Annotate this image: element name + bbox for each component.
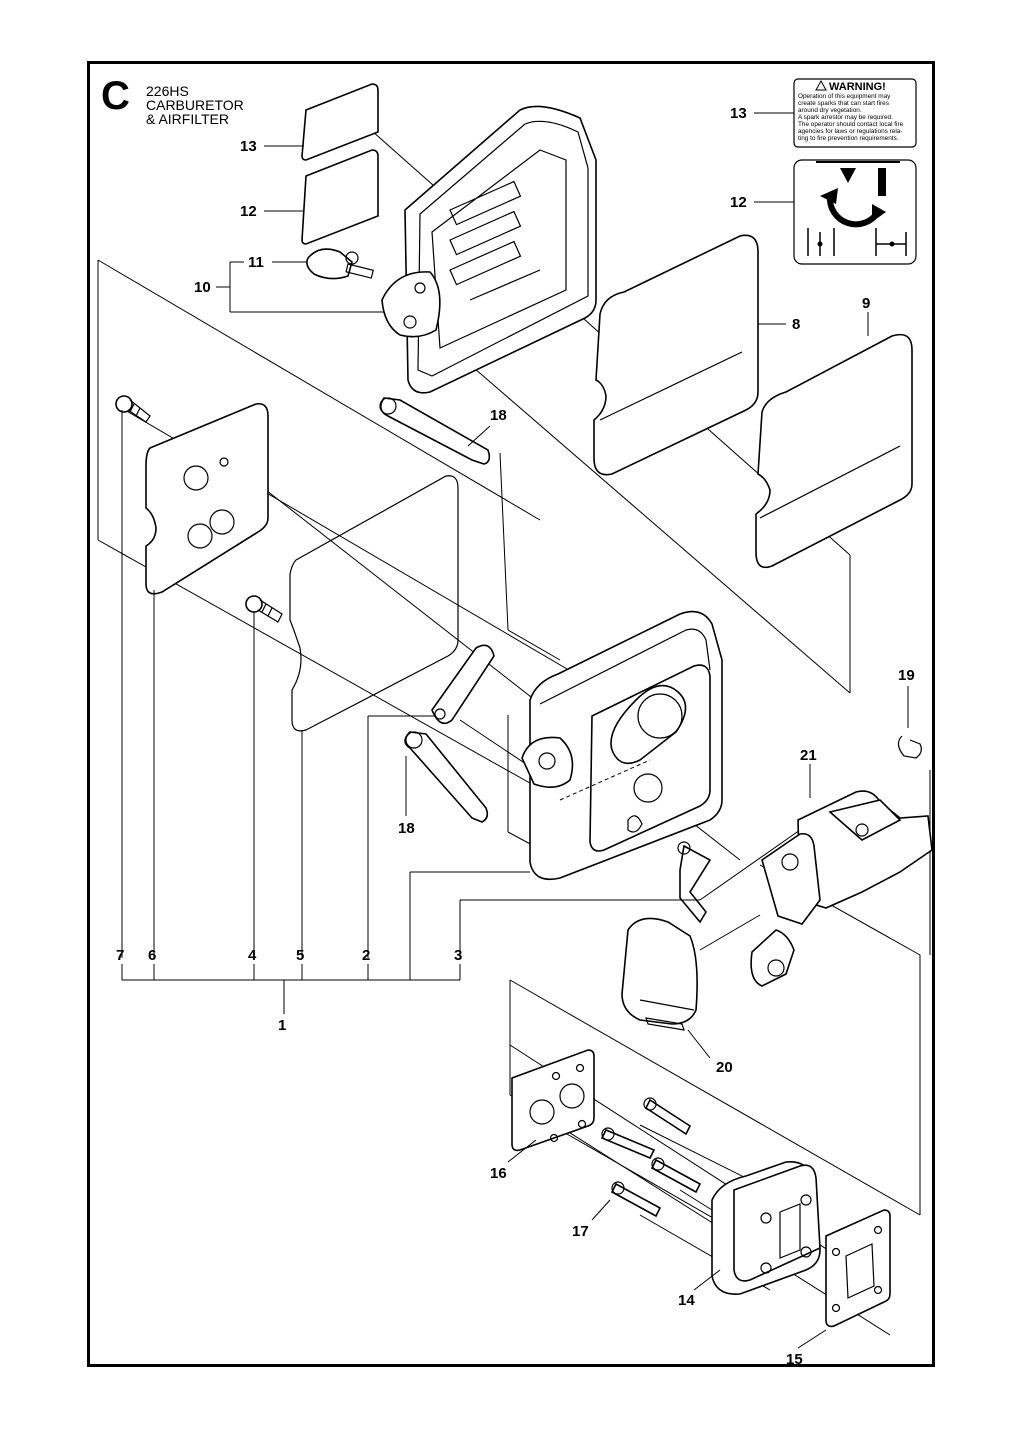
- callout-1: 1: [278, 1017, 286, 1034]
- warning-line: around dry vegetation.: [798, 107, 862, 114]
- callout-5: 5: [296, 947, 304, 964]
- warning-line: ting to fire prevention requirements.: [798, 135, 899, 142]
- decal-12-left: [301, 149, 379, 245]
- callout-4: 4: [248, 947, 257, 964]
- carburetor-21: [750, 790, 933, 987]
- guide-pin-18-bottom: [404, 731, 489, 823]
- screw-7: [115, 395, 151, 423]
- callout-11: 11: [248, 254, 264, 271]
- callout-20: 20: [716, 1059, 733, 1076]
- sealing-ring-5: [289, 475, 459, 732]
- callout-9: 9: [862, 295, 870, 312]
- title-line-1: CARBURETOR: [146, 97, 244, 113]
- screw-4: [245, 595, 283, 623]
- warning-line: Operation of this equipment may: [798, 93, 891, 100]
- warning-triangle-icon: [815, 79, 827, 91]
- callout-8: 8: [792, 316, 800, 333]
- choke-decal: [793, 159, 917, 265]
- gasket-16: [511, 1049, 595, 1152]
- callout-6: 6: [148, 947, 156, 964]
- callout-13-left: 13: [240, 138, 257, 155]
- callout-12-left: 12: [240, 203, 257, 220]
- callout-21: 21: [800, 747, 817, 764]
- gasket-15: [825, 1209, 891, 1328]
- title-line-2: & AIRFILTER: [146, 111, 229, 127]
- callout-2: 2: [362, 947, 370, 964]
- leader-lines: [121, 112, 909, 1349]
- guide-pin-18-top: [379, 397, 491, 465]
- warning-line: agencies for laws or regulations rela-: [798, 128, 902, 135]
- decal-13-left: [301, 83, 379, 161]
- callout-16: 16: [490, 1165, 507, 1182]
- warning-line: A spark arrestor may be required.: [798, 114, 893, 121]
- callout-10: 10: [194, 279, 211, 296]
- callout-7: 7: [116, 947, 124, 964]
- model-name: 226HS: [146, 83, 189, 99]
- intake-adapter-14: [711, 1160, 821, 1295]
- filter-element-8: [593, 234, 759, 476]
- callout-19: 19: [898, 667, 915, 684]
- warning-title: WARNING!: [829, 81, 886, 93]
- callout-17: 17: [572, 1223, 589, 1240]
- warning-line: The operator should contact local fire: [798, 121, 904, 128]
- choke-lever-3: [677, 841, 712, 924]
- airbox-housing: [521, 610, 723, 881]
- screws-17: [600, 1097, 702, 1218]
- link-arm-2: [431, 644, 495, 725]
- warning-line: create sparks that can start fires: [798, 100, 889, 107]
- diagram-frame: [87, 61, 935, 1367]
- intake-cover-20: [621, 917, 698, 1031]
- callout-15: 15: [786, 1351, 803, 1368]
- section-letter: C: [101, 74, 130, 118]
- callout-14: 14: [678, 1292, 695, 1309]
- air-filter-cover: [381, 105, 597, 394]
- callout-18-top: 18: [490, 407, 507, 424]
- clip-19: [897, 735, 922, 759]
- callout-3: 3: [454, 947, 462, 964]
- callout-13-right: 13: [730, 105, 747, 122]
- callout-18-bottom: 18: [398, 820, 415, 837]
- gasket-plate-6: [145, 402, 269, 595]
- warning-decal: WARNING! Operation of this equipment may…: [793, 78, 917, 148]
- filter-cover-knob: [306, 248, 374, 280]
- callout-12-right: 12: [730, 194, 747, 211]
- filter-element-9: [755, 333, 913, 569]
- choke-lever-icon: [878, 168, 886, 196]
